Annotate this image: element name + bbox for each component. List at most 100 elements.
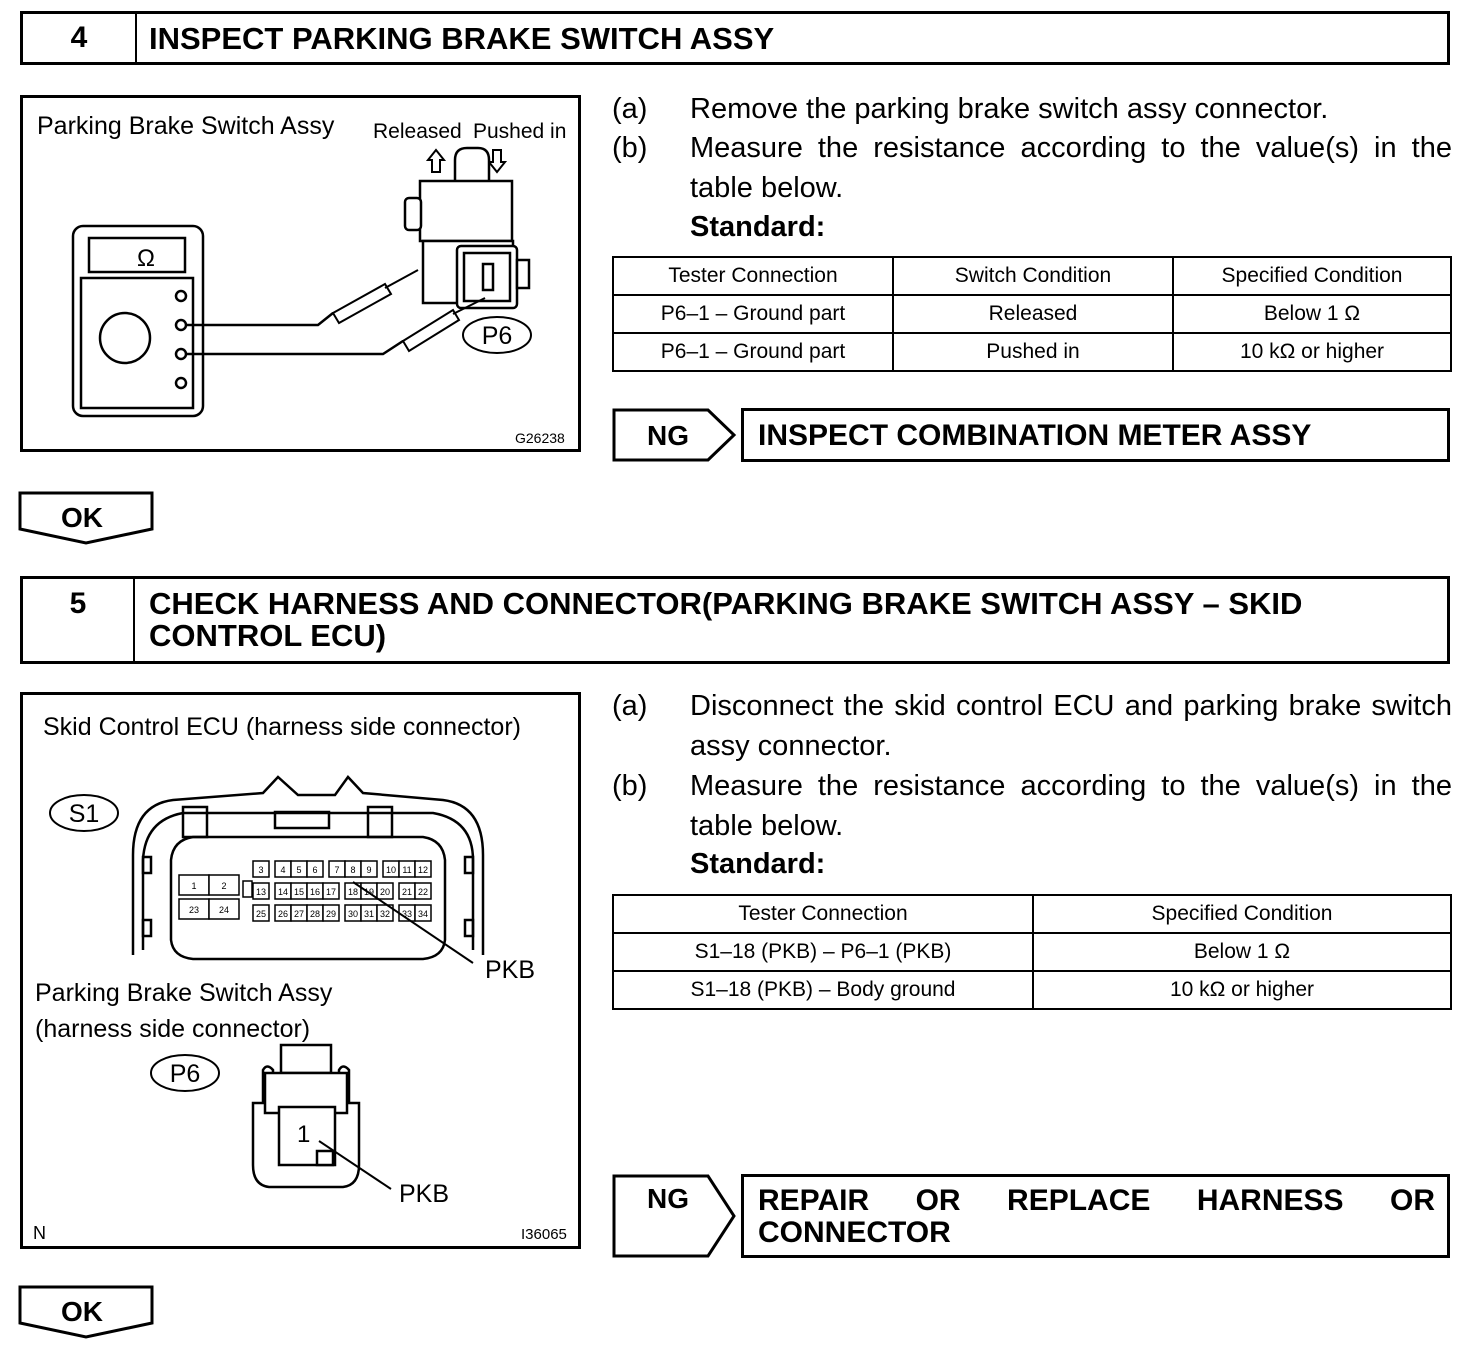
step-5-instruction-b: (b) Measure the resistance according to … [612, 766, 1452, 846]
instruction-text: Measure the resistance according to the … [690, 770, 1452, 842]
instruction-text: Disconnect the skid control ECU and park… [690, 690, 1452, 762]
pin-label: 8 [350, 865, 355, 875]
step-5-header: 5 CHECK HARNESS AND CONNECTOR(PARKING BR… [20, 576, 1450, 664]
pin-label: 20 [380, 887, 390, 897]
ecu-title: Skid Control ECU (harness side connector… [43, 713, 521, 741]
figure-title: Parking Brake Switch Assy [37, 112, 335, 140]
pin [322, 882, 340, 900]
switch-title-line2: (harness side connector) [35, 1015, 310, 1043]
key-slot [242, 880, 253, 898]
pin-label: 1 [191, 881, 196, 891]
pin-label: 16 [310, 887, 320, 897]
step-4-instruction-b: (b) Measure the resistance according to … [612, 128, 1452, 208]
pin-label: 9 [366, 865, 371, 875]
connector-diagram: Skid Control ECU (harness side connector… [33, 713, 567, 1243]
table-header: Tester Connection [612, 256, 894, 296]
ng-action-box: INSPECT COMBINATION METER ASSY [741, 408, 1450, 462]
switch-connector-label: P6 [170, 1060, 201, 1088]
step-title: CHECK HARNESS AND CONNECTOR(PARKING BRAK… [149, 586, 1303, 653]
instruction-label: (a) [612, 93, 648, 125]
ecu-connector-icon [131, 775, 485, 961]
pin-label: 23 [189, 905, 199, 915]
pin-label: 18 [348, 887, 358, 897]
ng-action-box: REPAIR OR REPLACE HARNESS OR CONNECTOR [741, 1174, 1450, 1258]
ohm-symbol: Ω [137, 245, 155, 272]
pin-label: 34 [418, 909, 428, 919]
ng-tag: NG [612, 408, 737, 462]
pin [322, 904, 340, 922]
pin-label: 2 [221, 881, 226, 891]
ng-action-text: INSPECT COMBINATION METER ASSY [758, 419, 1312, 452]
pin [376, 882, 394, 900]
pin [252, 860, 270, 878]
step-4-instruction-a: (a) Remove the parking brake switch assy… [612, 89, 1452, 129]
switch-measurement-diagram: Parking Brake Switch Assy Released Pushe… [37, 112, 566, 446]
ng-tag: NG [612, 1174, 736, 1258]
pin [208, 874, 240, 896]
table-cell: Below 1 Ω [1172, 294, 1452, 334]
step-5-instruction-a: (a) Disconnect the skid control ECU and … [612, 686, 1452, 766]
connector-label-oval [462, 316, 532, 354]
ohmmeter-icon [71, 224, 205, 418]
instruction-label: (b) [612, 770, 648, 802]
table-header: Switch Condition [892, 256, 1174, 296]
switch-connector-oval [150, 1054, 220, 1092]
ng-label: NG [647, 420, 689, 451]
pin-label: 25 [256, 909, 266, 919]
table-cell: Pushed in [892, 332, 1174, 372]
table-cell: 10 kΩ or higher [1032, 970, 1452, 1010]
table-row: S1–18 (PKB) – Body ground 10 kΩ or highe… [612, 970, 1452, 1010]
pin-label: 3 [258, 865, 263, 875]
table-header-row: Tester Connection Switch Condition Speci… [612, 256, 1452, 296]
connector-label: P6 [482, 322, 513, 350]
step-5-spec-table: Tester Connection Specified Condition S1… [612, 894, 1452, 1010]
pin-label: 21 [402, 887, 412, 897]
instruction-text: Remove the parking brake switch assy con… [690, 93, 1329, 125]
table-cell: P6–1 – Ground part [612, 332, 894, 372]
pkb-label-2: PKB [399, 1180, 449, 1208]
pushed-in-label: Pushed in [473, 120, 566, 143]
figure-code: I36065 [521, 1226, 567, 1243]
ecu-connector-label: S1 [69, 800, 100, 828]
switch-title-line1: Parking Brake Switch Assy [35, 979, 333, 1007]
pin-label: 17 [326, 887, 336, 897]
table-header: Specified Condition [1172, 256, 1452, 296]
released-label: Released [373, 120, 462, 143]
step-number: 4 [23, 14, 137, 62]
switch-body-icon [403, 146, 531, 310]
pin-label: 12 [418, 865, 428, 875]
standard-label: Standard: [690, 211, 826, 243]
pin-label: 5 [296, 865, 301, 875]
pin-label: 32 [380, 909, 390, 919]
table-row: P6–1 – Ground part Released Below 1 Ω [612, 294, 1452, 334]
pin [208, 898, 240, 920]
step-4-figure: Parking Brake Switch Assy Released Pushe… [20, 95, 581, 452]
pkb-leader-line [352, 881, 474, 964]
step-title: INSPECT PARKING BRAKE SWITCH ASSY [149, 21, 775, 56]
pin [252, 882, 270, 900]
pin-label: 27 [294, 909, 304, 919]
pkb-leader-line-2 [318, 1140, 392, 1190]
table-header: Specified Condition [1032, 894, 1452, 934]
table-cell: Released [892, 294, 1174, 334]
probe-leads [186, 312, 404, 356]
pin-label: 33 [402, 909, 412, 919]
pin-label: 22 [418, 887, 428, 897]
pin [414, 860, 432, 878]
step-4-spec-table: Tester Connection Switch Condition Speci… [612, 256, 1452, 372]
ok-tag: OK [18, 491, 154, 545]
table-row: S1–18 (PKB) – P6–1 (PKB) Below 1 Ω [612, 932, 1452, 972]
pin-label: 11 [402, 865, 411, 875]
step-4-header: 4 INSPECT PARKING BRAKE SWITCH ASSY [20, 11, 1450, 65]
step-5-figure: Skid Control ECU (harness side connector… [20, 692, 581, 1249]
table-cell: S1–18 (PKB) – Body ground [612, 970, 1034, 1010]
table-header: Tester Connection [612, 894, 1034, 934]
pin-label: 30 [348, 909, 358, 919]
instruction-label: (b) [612, 132, 648, 164]
pin-label: 29 [326, 909, 336, 919]
table-header-row: Tester Connection Specified Condition [612, 894, 1452, 934]
figure-code: G26238 [515, 430, 565, 446]
arrow-down-icon [486, 149, 508, 174]
table-cell: S1–18 (PKB) – P6–1 (PKB) [612, 932, 1034, 972]
pin-label: 26 [278, 909, 288, 919]
